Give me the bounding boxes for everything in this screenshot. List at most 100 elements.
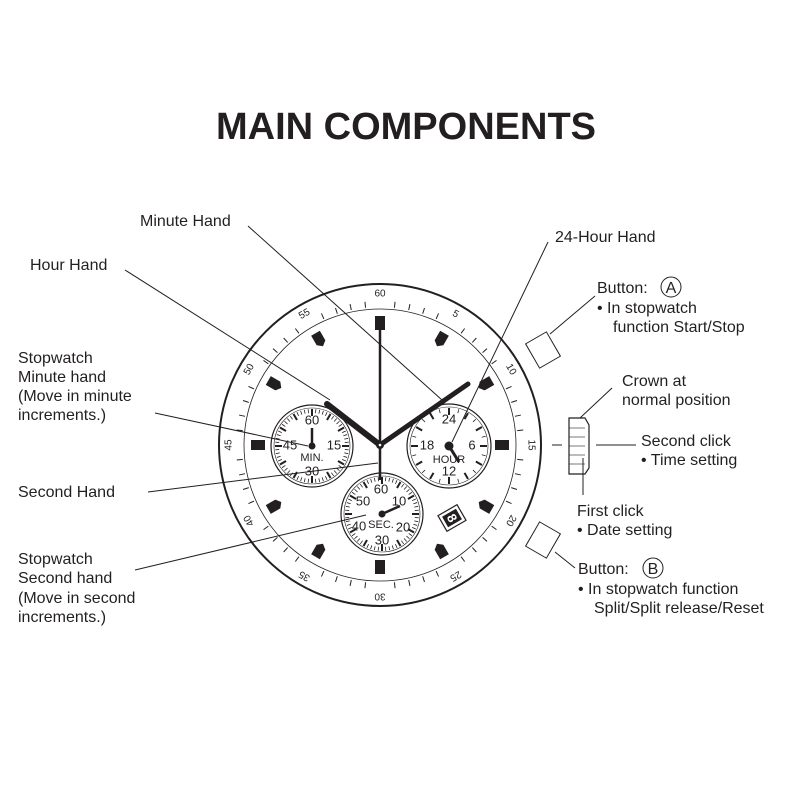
subdial-tick <box>326 413 332 421</box>
subdial-tick <box>370 478 373 483</box>
bezel-tick <box>236 429 243 432</box>
subdial-tick <box>331 472 335 477</box>
subdial-tick <box>318 409 321 414</box>
bezel-tick <box>422 307 425 314</box>
bezel-tick <box>517 429 524 432</box>
subdial-tick <box>362 539 368 547</box>
subdial-tick <box>284 467 288 472</box>
subdial-number: 6 <box>468 437 475 452</box>
hour-marker <box>311 543 326 560</box>
label-crown: Crown at normal position <box>622 373 731 409</box>
subdial-tick <box>354 488 358 493</box>
subdial-tick <box>343 455 348 458</box>
bezel-number: 10 <box>503 362 518 378</box>
subdial-tick <box>429 472 435 480</box>
subdial-tick <box>279 426 287 432</box>
subdial-tick <box>403 486 408 490</box>
bezel-number: 20 <box>503 513 518 529</box>
hour-marker <box>265 499 282 514</box>
label-button-b: Button: B • In stopwatch function Split/… <box>578 557 764 617</box>
subdial-tick <box>373 477 376 482</box>
subdial-tick <box>356 538 361 542</box>
24-hour-subdial: 24 6 12 18 HOUR <box>406 403 492 489</box>
subdial-tick <box>438 478 441 483</box>
subdial-tick <box>359 540 363 545</box>
subdial-tick <box>395 480 398 485</box>
minute-hand <box>377 381 471 448</box>
bezel-number: 30 <box>374 590 386 601</box>
bezel-tick <box>236 458 243 461</box>
subdial-tick <box>296 412 299 417</box>
subdial-tick <box>344 452 349 455</box>
label-line: • In stopwatch <box>597 300 697 317</box>
subdial-tick <box>281 465 286 469</box>
subdial-tick <box>421 418 426 423</box>
stopwatch-second-subdial: 60 10 20 30 40 50 SEC. <box>340 472 424 556</box>
label-line: Split/Split release/Reset <box>594 600 764 617</box>
bezel-tick <box>239 414 246 417</box>
bezel-tick <box>491 525 497 531</box>
subdial-tick <box>337 426 345 432</box>
subdial-tick <box>359 483 363 488</box>
subdial-number: 24 <box>442 411 456 426</box>
label-line: increments.) <box>18 407 106 424</box>
bezel-tick <box>272 536 278 542</box>
hour-marker <box>434 330 449 347</box>
bezel-tick <box>471 547 477 553</box>
label-line: Button: <box>578 561 629 578</box>
button-letter: B <box>648 561 659 578</box>
bezel-tick <box>511 400 518 403</box>
subdial-tick <box>348 498 353 501</box>
subdial-tick <box>345 505 350 508</box>
subdial-number: 18 <box>420 437 434 452</box>
bezel-tick <box>239 473 246 476</box>
label-line: (Move in minute <box>18 388 132 405</box>
subdial-tick <box>408 533 413 537</box>
subdial-tick <box>414 505 419 508</box>
subdial-tick <box>325 412 328 417</box>
subdial-number: 15 <box>327 437 341 452</box>
hour-marker <box>311 330 326 347</box>
bezel-tick <box>263 525 269 531</box>
subdial-tick <box>292 413 298 421</box>
button-b[interactable] <box>524 521 562 559</box>
subdial-tick <box>333 418 338 422</box>
label-line: Second click <box>641 433 732 450</box>
subdial-tick <box>341 430 346 433</box>
subdial-tick <box>415 460 423 466</box>
subdial-tick <box>338 423 343 427</box>
label-line: normal position <box>622 392 731 409</box>
subdial-tick <box>388 477 391 482</box>
label-stopwatch-second-hand: Stopwatch Second hand (Move in second in… <box>18 551 135 626</box>
subdial-tick <box>407 528 415 534</box>
subdial-tick <box>279 460 287 466</box>
subdial-tick <box>278 430 283 433</box>
subdial-tick <box>421 469 426 474</box>
label-line: function Start/Stop <box>613 319 745 336</box>
subdial-tick <box>481 454 486 457</box>
bezel-tick <box>349 579 352 586</box>
subdial-tick <box>286 470 291 474</box>
bezel-tick <box>283 547 289 553</box>
label-button-a: Button: A • In stopwatch function Start/… <box>597 276 745 336</box>
subdial-label: MIN. <box>300 452 323 464</box>
subdial-tick <box>326 471 332 479</box>
subdial-tick <box>396 481 402 489</box>
label-line: Button: <box>597 280 648 297</box>
subdial-tick <box>411 498 416 501</box>
crown[interactable] <box>568 417 590 475</box>
bezel-tick <box>514 473 521 476</box>
subdial-tick <box>321 477 324 482</box>
subdial-tick <box>349 528 357 534</box>
bezel-tick <box>435 313 440 320</box>
bezel-tick <box>517 458 524 461</box>
subdial-tick <box>411 527 416 530</box>
button-a[interactable] <box>524 331 562 369</box>
subdial-number: 10 <box>392 493 406 508</box>
bezel-tick <box>294 556 300 562</box>
bezel-number: 40 <box>242 512 257 528</box>
bezel-tick <box>460 328 466 334</box>
bezel-number: 60 <box>374 289 386 300</box>
label-line: Crown at <box>622 373 687 390</box>
